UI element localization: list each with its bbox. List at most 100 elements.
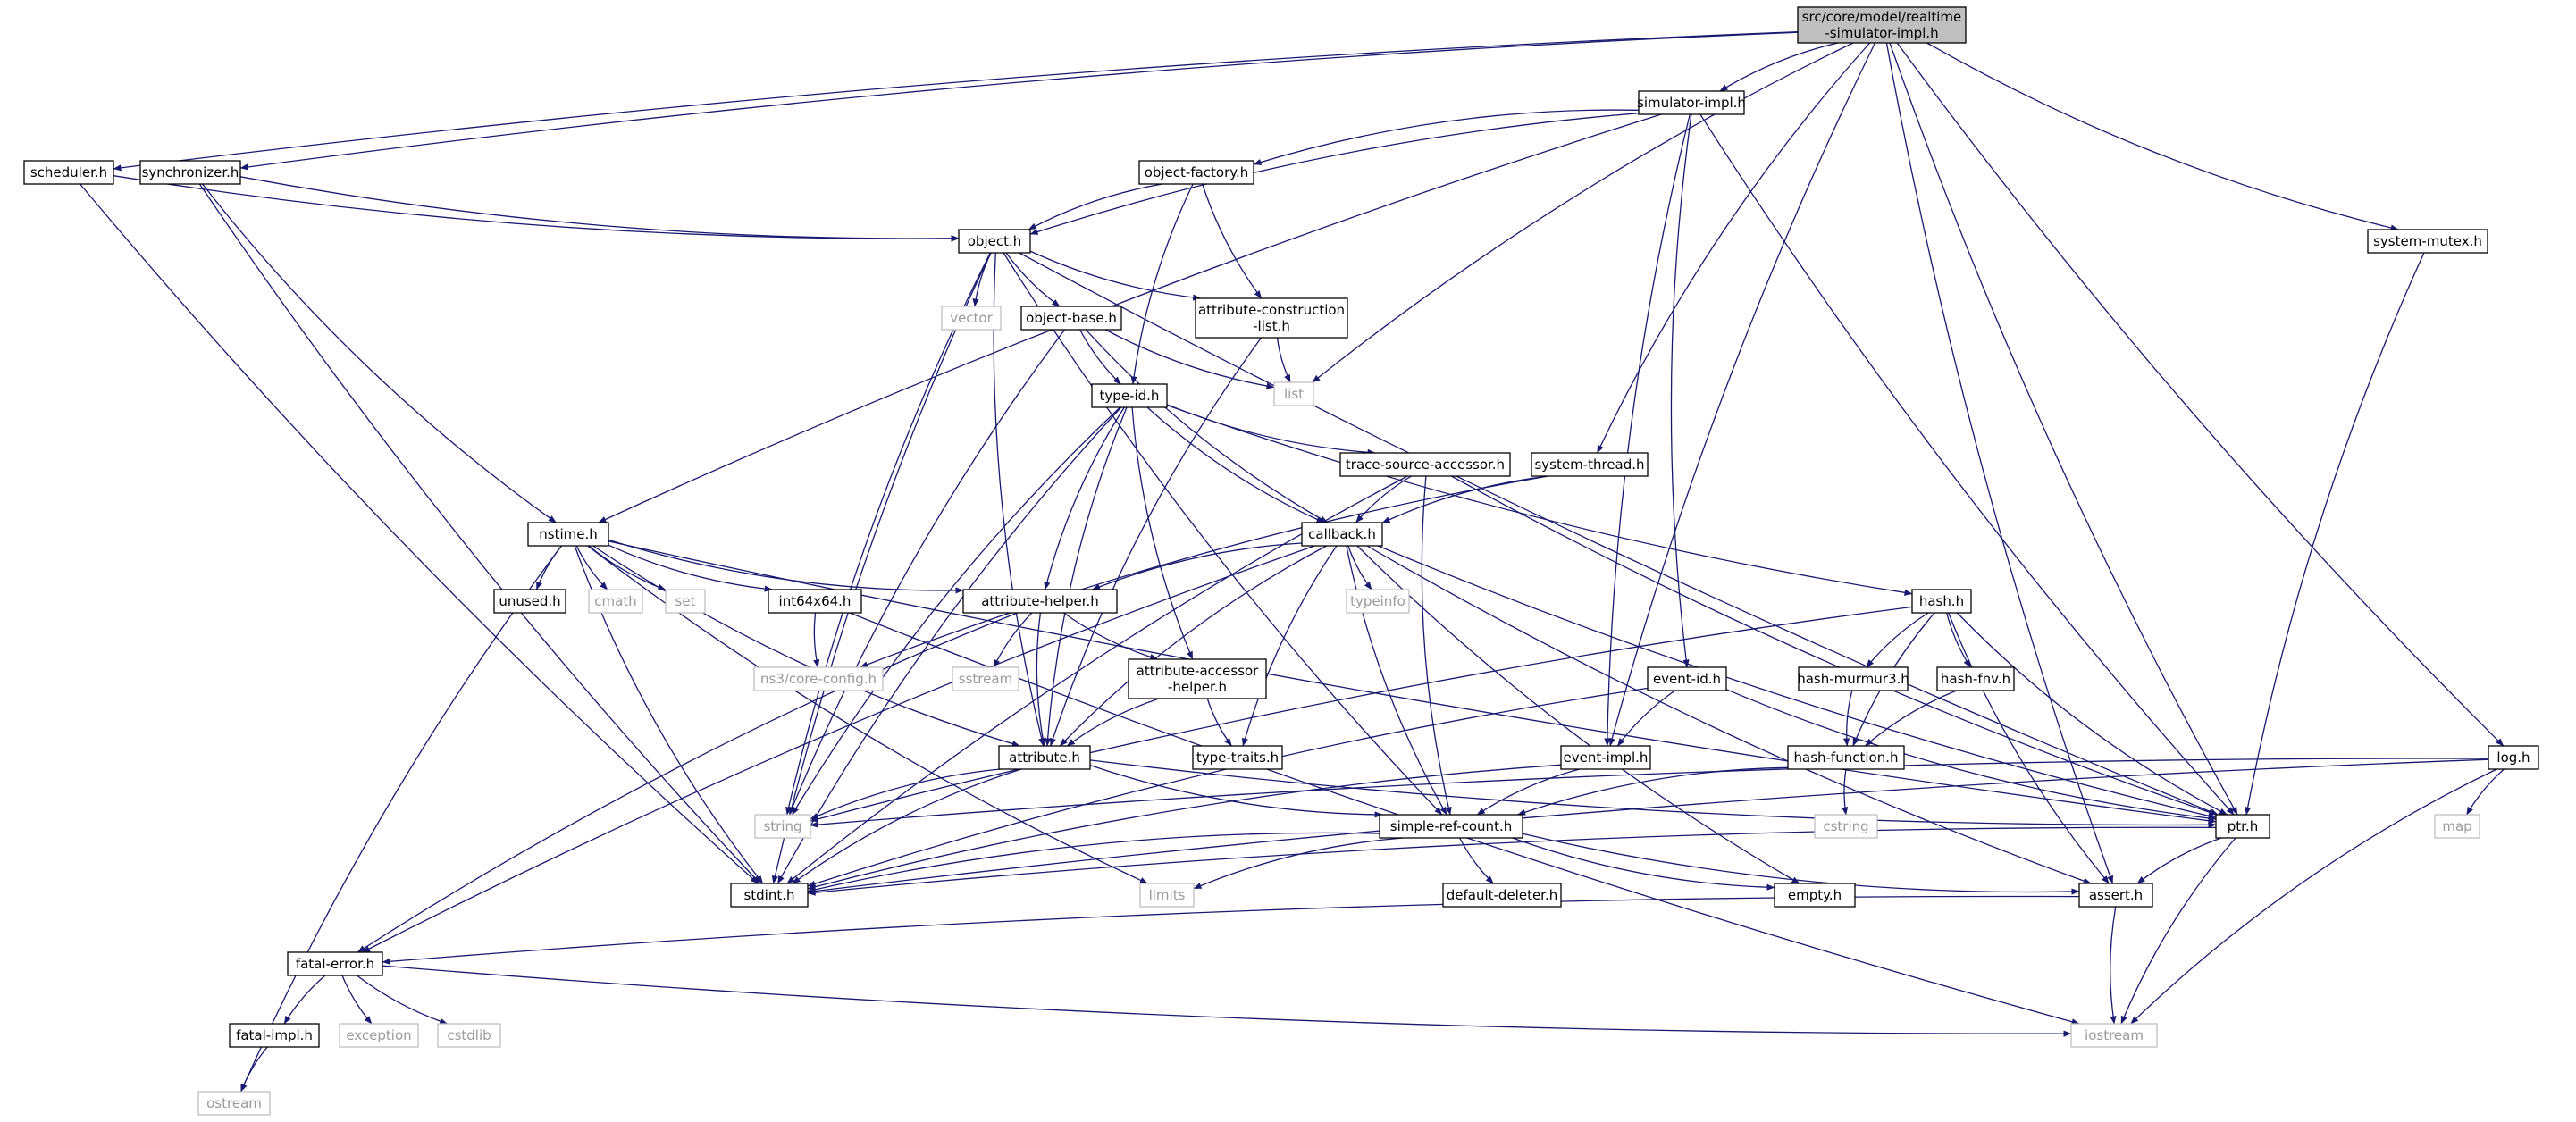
node-label-root-line-2: -simulator-impl.h <box>1825 25 1938 41</box>
edge-attraccessor-to-attribute <box>1066 698 1160 747</box>
edge-scheduler-to-stdint <box>80 183 759 884</box>
node-ptr[interactable]: ptr.h <box>2215 814 2270 839</box>
node-box-attrhelper <box>962 589 1118 614</box>
edge-synchronizer-to-nstime <box>202 183 557 523</box>
edge-simplerefcount-to-deleter <box>1459 837 1494 884</box>
node-fnv[interactable]: hash-fnv.h <box>1936 666 2015 691</box>
node-layer: src/core/model/realtime-simulator-impl.h… <box>23 6 2539 1116</box>
node-tracesrc[interactable]: trace-source-accessor.h <box>1339 452 1511 477</box>
node-cstdlib: cstdlib <box>437 1023 501 1048</box>
edge-fatalerror-to-fatalimpl <box>283 975 326 1025</box>
node-object[interactable]: object.h <box>958 229 1031 254</box>
node-callback[interactable]: callback.h <box>1301 522 1383 547</box>
node-coreconfig: ns3/core-config.h <box>753 666 884 691</box>
node-label-cmath: cmath <box>594 593 636 609</box>
edge-assert-to-iostream <box>2110 906 2117 1025</box>
edge-root-to-ptr <box>1889 42 2238 816</box>
node-eventimpl[interactable]: event-impl.h <box>1560 745 1651 770</box>
node-empty[interactable]: empty.h <box>1774 883 1856 908</box>
node-simplerefcount[interactable]: simple-ref-count.h <box>1379 814 1523 839</box>
node-box-log <box>2488 745 2539 770</box>
node-box-hash <box>1911 589 1972 614</box>
edge-callback-to-attribute <box>1059 545 1328 747</box>
edge-objbase-to-callback <box>1085 329 1329 523</box>
edge-simplerefcount-to-limits <box>1193 837 1404 890</box>
edge-attribute-to-stdint <box>792 768 1022 884</box>
node-box-fatalerror <box>287 951 383 976</box>
node-label-ptr: ptr.h <box>2228 818 2258 834</box>
edge-typeid-to-attrhelper <box>1044 406 1125 590</box>
node-label-typeinfo: typeinfo <box>1350 593 1405 609</box>
node-typetraits[interactable]: type-traits.h <box>1192 745 1283 770</box>
edge-tracesrc-to-callback <box>1355 475 1412 523</box>
node-attribute[interactable]: attribute.h <box>998 745 1091 770</box>
node-attrhelper[interactable]: attribute-helper.h <box>962 589 1118 614</box>
edge-objfactory-to-attrcons <box>1202 183 1263 299</box>
node-label-systhread: system-thread.h <box>1534 456 1644 473</box>
node-box-unused <box>493 589 566 614</box>
node-label-objfactory: object-factory.h <box>1145 164 1249 180</box>
node-box-sysmutex <box>2367 229 2488 254</box>
edge-hashfunc-to-cstring <box>1842 768 1849 816</box>
edge-callback-to-simplerefcount <box>1346 545 1447 816</box>
edge-eventid-to-eventimpl <box>1616 690 1675 747</box>
edge-simimpl-to-eventid <box>1670 113 1692 668</box>
node-synchronizer[interactable]: synchronizer.h <box>139 160 241 185</box>
node-typeid[interactable]: type-id.h <box>1091 383 1168 408</box>
node-stdint[interactable]: stdint.h <box>730 883 809 908</box>
node-label-attrhelper: attribute-helper.h <box>981 593 1099 609</box>
node-label-int64: int64x64.h <box>779 593 852 609</box>
edge-log-to-iostream <box>2130 768 2497 1025</box>
node-box-hashfunc <box>1787 745 1905 770</box>
node-unused[interactable]: unused.h <box>493 589 566 614</box>
node-simimpl[interactable]: simulator-impl.h <box>1637 90 1746 115</box>
edge-root-to-log <box>1896 42 2505 747</box>
node-deleter[interactable]: default-deleter.h <box>1442 883 1562 908</box>
edge-sysmutex-to-ptr <box>2245 252 2425 816</box>
node-attraccessor[interactable]: attribute-accessor-helper.h <box>1128 658 1267 699</box>
node-fatalerror[interactable]: fatal-error.h <box>287 951 383 976</box>
edge-tracesrc-to-simplerefcount <box>1421 475 1452 816</box>
node-int64[interactable]: int64x64.h <box>768 589 862 614</box>
edge-objfactory-to-object <box>1028 183 1162 230</box>
node-nstime[interactable]: nstime.h <box>527 522 609 547</box>
node-murmur[interactable]: hash-murmur3.h <box>1797 666 1909 691</box>
edge-objbase-to-list <box>1104 329 1275 389</box>
node-assert[interactable]: assert.h <box>2078 883 2153 908</box>
node-label-attribute: attribute.h <box>1009 749 1080 766</box>
edge-typeid-to-attraccessor <box>1131 406 1194 660</box>
node-objbase[interactable]: object-base.h <box>1020 306 1122 331</box>
edge-root-to-systhread <box>1597 42 1871 454</box>
edge-typeid-to-string <box>791 406 1120 816</box>
node-box-assert <box>2078 883 2153 908</box>
edge-nstime-to-cmath <box>575 545 608 590</box>
node-attrcons[interactable]: attribute-construction-list.h <box>1195 297 1348 339</box>
node-label-ostream: ostream <box>206 1095 262 1111</box>
node-objfactory[interactable]: object-factory.h <box>1138 160 1254 185</box>
edge-root-to-eventimpl <box>1608 42 1876 747</box>
node-box-typeid <box>1091 383 1168 408</box>
node-eventid[interactable]: event-id.h <box>1647 666 1727 691</box>
node-sysmutex[interactable]: system-mutex.h <box>2367 229 2488 254</box>
edge-callback-to-ptr <box>1377 545 2217 819</box>
edge-simimpl-to-nstime <box>598 113 1662 523</box>
node-hashfunc[interactable]: hash-function.h <box>1787 745 1905 770</box>
node-box-sstream <box>952 666 1019 691</box>
node-scheduler[interactable]: scheduler.h <box>23 160 114 185</box>
edge-nstime-to-int64 <box>608 544 773 592</box>
edge-object-to-ptr <box>1019 252 2219 816</box>
node-label-typeid: type-id.h <box>1100 388 1160 404</box>
node-fatalimpl[interactable]: fatal-impl.h <box>229 1023 320 1048</box>
edge-ptr-to-iostream <box>2120 837 2236 1025</box>
edge-attribute-to-ptr <box>1089 759 2217 828</box>
node-systhread[interactable]: system-thread.h <box>1531 452 1649 477</box>
node-list: list <box>1273 381 1314 406</box>
node-root[interactable]: src/core/model/realtime-simulator-impl.h <box>1797 6 1967 44</box>
node-log[interactable]: log.h <box>2488 745 2539 770</box>
edge-systhread-to-callback <box>1381 475 1548 523</box>
node-iostream: iostream <box>2070 1023 2158 1048</box>
node-box-murmur <box>1798 666 1909 691</box>
edge-scheduler-to-object <box>113 175 960 242</box>
node-label-scheduler: scheduler.h <box>30 164 107 180</box>
node-hash[interactable]: hash.h <box>1911 589 1972 614</box>
